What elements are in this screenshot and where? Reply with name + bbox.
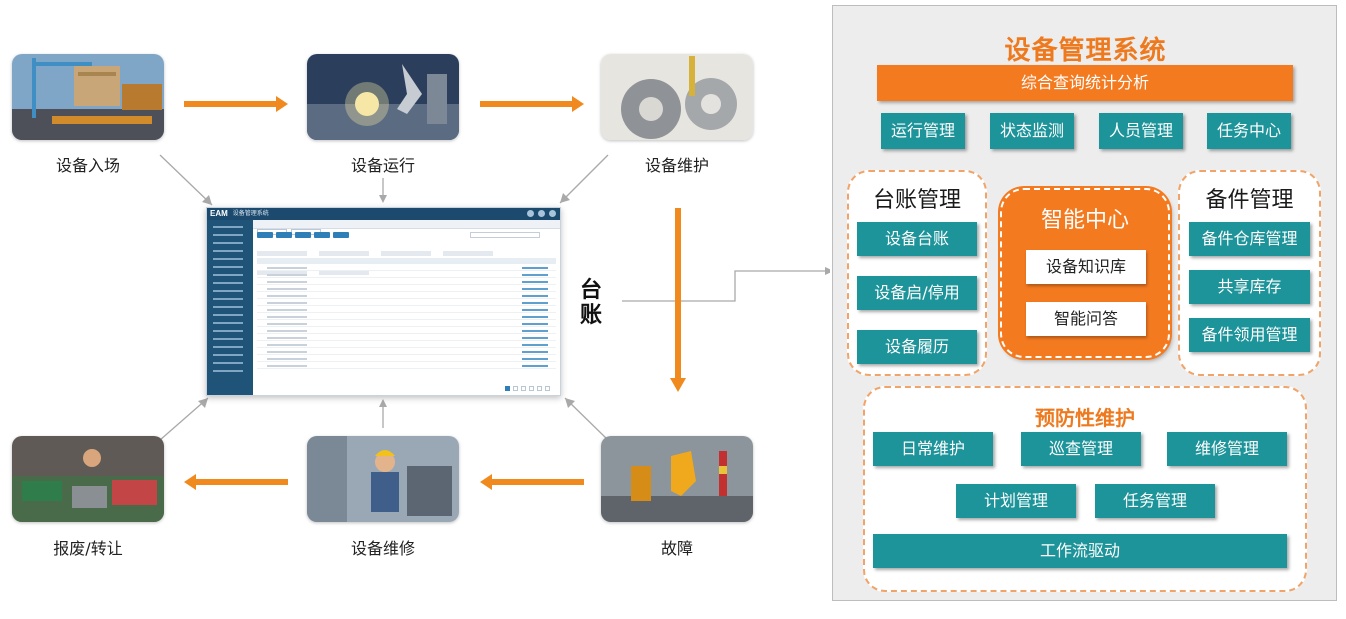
connector-entry — [159, 154, 213, 206]
eam-screenshot: EAM 设备管理系统 — [206, 207, 561, 396]
panel-title: 设备管理系统 — [1004, 36, 1167, 66]
eam-sidebar — [207, 220, 253, 395]
ledger-item-enable-disable: 设备启/停用 — [857, 276, 977, 310]
module-personnel: 人员管理 — [1099, 113, 1183, 149]
spare-parts-group: 备件管理 备件仓库管理 共享库存 备件领用管理 — [1178, 170, 1321, 376]
stage-label-run: 设备运行 — [350, 156, 415, 175]
ledger-group: 台账管理 设备台账 设备启/停用 设备履历 — [847, 170, 987, 376]
eam-filter — [253, 240, 560, 275]
system-panel: 设备管理系统 综合查询统计分析 运行管理 状态监测 人员管理 任务中心 台账管理… — [832, 5, 1337, 601]
connector-fault — [564, 397, 609, 441]
photo-equipment-running — [307, 54, 459, 140]
stage-label-scrap: 报废/转让 — [53, 539, 123, 558]
arrow-run-to-maint — [480, 96, 584, 112]
arrow-fault-to-repair — [480, 474, 584, 490]
eam-tabs — [253, 220, 560, 235]
eam-main — [253, 220, 560, 395]
arrow-repair-to-scrap — [184, 474, 288, 490]
stage-label-entry: 设备入场 — [55, 156, 120, 175]
connector-panel — [622, 270, 828, 302]
eam-logo: EAM — [210, 209, 228, 218]
eam-top-icons — [527, 210, 556, 217]
preventive-title: 预防性维护 — [1035, 406, 1135, 430]
stage-label-maint: 设备维护 — [644, 156, 709, 175]
stage-label-repair: 设备维修 — [350, 539, 415, 558]
module-run-management: 运行管理 — [881, 113, 965, 149]
preventive-item-repair: 维修管理 — [1167, 432, 1287, 466]
photo-fault — [601, 436, 753, 522]
spare-item-warehouse: 备件仓库管理 — [1189, 222, 1310, 256]
preventive-item-plan: 计划管理 — [956, 484, 1076, 518]
arrow-maint-to-fault — [670, 208, 686, 392]
stats-analysis-bar: 综合查询统计分析 — [877, 65, 1293, 101]
smart-center: 智能中心 设备知识库 智能问答 — [1000, 188, 1170, 358]
preventive-maintenance-group: 预防性维护 日常维护 巡查管理 维修管理 计划管理 任务管理 工作流驱动 — [863, 386, 1307, 592]
spare-parts-group-title: 备件管理 — [1205, 188, 1294, 213]
connector-scrap — [159, 397, 209, 441]
preventive-item-daily: 日常维护 — [873, 432, 993, 466]
smart-item-qa: 智能问答 — [1026, 302, 1146, 336]
module-task-center: 任务中心 — [1207, 113, 1291, 149]
workflow-driven-bar: 工作流驱动 — [873, 534, 1287, 568]
ledger-group-title: 台账管理 — [872, 188, 961, 213]
photo-equipment-entry — [12, 54, 164, 140]
eam-system-name: 设备管理系统 — [232, 210, 269, 217]
ledger-item-history: 设备履历 — [857, 330, 977, 364]
smart-item-knowledge-base: 设备知识库 — [1026, 250, 1146, 284]
stage-label-fault: 故障 — [660, 539, 693, 558]
photo-equipment-repair — [307, 436, 459, 522]
eam-table — [253, 258, 560, 369]
arrow-entry-to-run — [184, 96, 288, 112]
eam-toolbar — [253, 229, 560, 240]
preventive-item-inspection: 巡查管理 — [1021, 432, 1141, 466]
module-status-monitor: 状态监测 — [990, 113, 1074, 149]
eam-topbar: EAM 设备管理系统 — [207, 208, 560, 220]
photo-equipment-maintenance — [601, 54, 753, 140]
preventive-item-task: 任务管理 — [1095, 484, 1215, 518]
photo-scrap-transfer — [12, 436, 164, 522]
spare-item-requisition: 备件领用管理 — [1189, 318, 1310, 352]
spare-item-shared-stock: 共享库存 — [1189, 270, 1310, 304]
eam-pager — [505, 386, 550, 391]
ledger-label: 台账 — [579, 278, 602, 328]
ledger-item-ledger: 设备台账 — [857, 222, 977, 256]
smart-center-title: 智能中心 — [1040, 208, 1129, 233]
